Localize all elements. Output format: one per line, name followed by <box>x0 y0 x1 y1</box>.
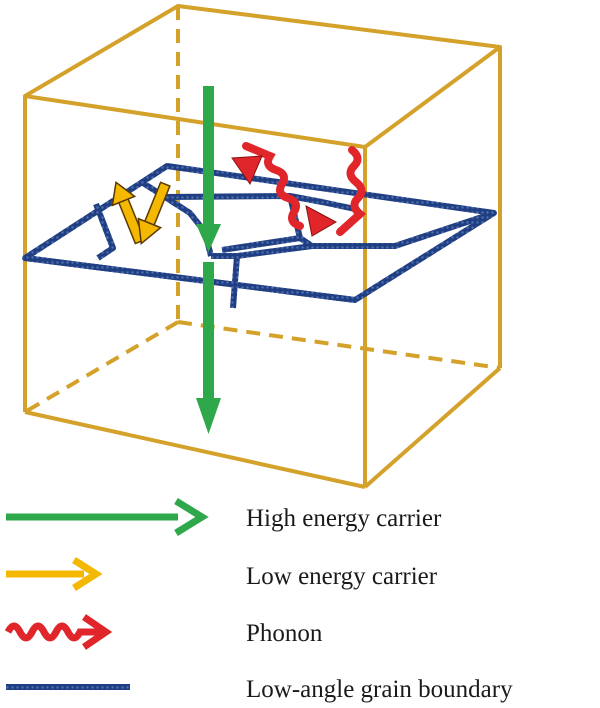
yellow-arrow-icon <box>6 557 103 591</box>
phonon-arrows <box>242 142 367 236</box>
legend-item-low-energy-carrier: Low energy carrier <box>6 557 438 591</box>
high-energy-carrier-arrow-transmitted <box>196 262 221 434</box>
legend-item-phonon: Phonon <box>4 614 323 650</box>
green-arrow-icon <box>6 498 209 536</box>
legend-item-low-angle-grain-boundary: Low-angle grain boundary <box>6 676 513 703</box>
phonon-arrowheads <box>231 155 338 237</box>
low-energy-carrier-arrows <box>111 180 171 245</box>
cube-outline <box>23 4 502 489</box>
cube-hidden-edges <box>23 6 501 414</box>
legend-label-low-angle-grain-boundary: Low-angle grain boundary <box>246 676 513 703</box>
legend-label-low-energy-carrier: Low energy carrier <box>246 563 438 590</box>
blue-dotted-line-icon <box>6 684 130 690</box>
grain-boundary-front-edge <box>24 255 356 303</box>
legend-label-phonon: Phonon <box>246 620 323 647</box>
red-wavy-arrow-icon <box>4 614 113 650</box>
legend-item-high-energy-carrier: High energy carrier <box>6 498 442 536</box>
legend: High energy carrier Low energy carrier P… <box>4 498 513 703</box>
high-energy-carrier-arrow <box>196 86 221 252</box>
legend-label-high-energy-carrier: High energy carrier <box>246 505 442 532</box>
